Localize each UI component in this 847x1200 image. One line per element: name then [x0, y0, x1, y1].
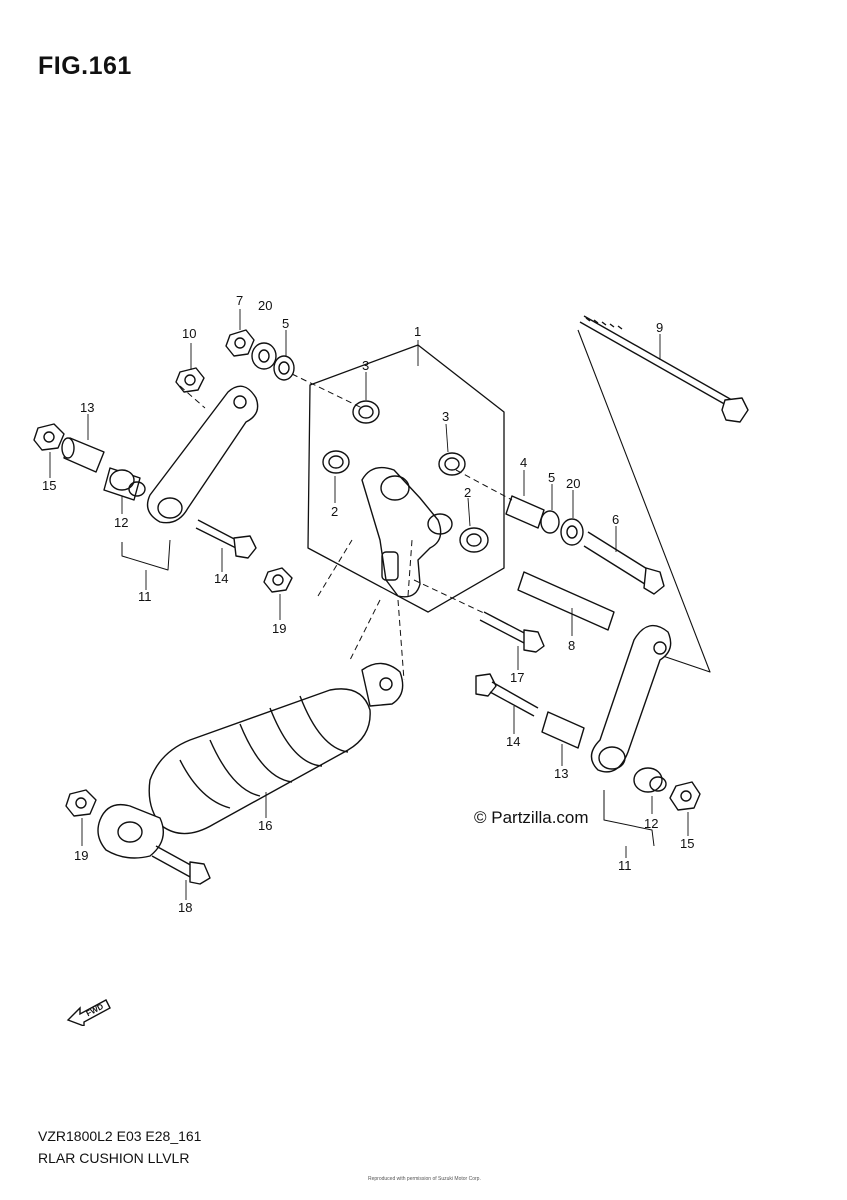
callout-2-a: 2	[331, 504, 338, 519]
callout-12-left: 12	[114, 515, 128, 530]
callout-4: 4	[520, 455, 527, 470]
callout-6: 6	[612, 512, 619, 527]
spacer-part-8	[517, 571, 615, 631]
spacer-part-4	[505, 495, 545, 529]
callout-15-right: 15	[680, 836, 694, 851]
callout-5-right: 5	[548, 470, 555, 485]
callout-7: 7	[236, 293, 243, 308]
callout-3-b: 3	[442, 409, 449, 424]
nut-part-19-upper	[263, 567, 293, 593]
long-bolt-part-9	[579, 315, 749, 423]
washer-part-20-left	[251, 342, 277, 370]
callout-19-lower: 19	[74, 848, 88, 863]
nut-part-15-right	[669, 781, 701, 811]
callout-20-left: 20	[258, 298, 272, 313]
bolt-part-14-right	[475, 673, 539, 717]
bracket-11-right	[603, 790, 655, 847]
collar-part-5-right	[540, 510, 560, 534]
callout-12-right: 12	[644, 816, 658, 831]
partzilla-watermark: © Partzilla.com	[474, 808, 589, 827]
figure-title: FIG.161	[38, 52, 132, 80]
callout-19-upper: 19	[272, 621, 286, 636]
cushion-rod-right-part-11	[590, 624, 672, 773]
bearing-part-3-a	[352, 400, 380, 424]
bracket-11-left	[121, 539, 171, 571]
callout-14-left: 14	[214, 571, 228, 586]
forward-arrow-icon: FWD	[66, 999, 111, 1026]
callout-2-b: 2	[464, 485, 471, 500]
bearing-part-12-left	[103, 467, 146, 501]
rear-shock-absorber-part-16	[97, 662, 404, 859]
model-code: VZR1800L2 E03 E28_161	[38, 1128, 202, 1144]
bearing-part-2-b	[459, 527, 489, 553]
bolt-part-6	[583, 531, 665, 595]
nut-part-7	[225, 329, 255, 357]
callout-16: 16	[258, 818, 272, 833]
cushion-rod-left-part-11	[146, 385, 259, 524]
callout-13-left: 13	[80, 400, 94, 415]
callout-8: 8	[568, 638, 575, 653]
callout-11-right: 11	[618, 858, 632, 873]
nut-part-19-lower	[65, 789, 97, 817]
bolt-part-14-left	[195, 519, 257, 559]
fine-print: Reproduced with permission of Suzuki Mot…	[368, 1176, 481, 1182]
callout-17: 17	[510, 670, 524, 685]
bearing-part-12-right	[633, 767, 667, 793]
callout-20-right: 20	[566, 476, 580, 491]
callout-15-left: 15	[42, 478, 56, 493]
bolt-part-17	[479, 611, 545, 653]
bolt-guide-line	[577, 329, 711, 673]
collar-part-5-left	[273, 355, 295, 381]
bearing-part-2-a	[322, 450, 350, 474]
callout-11-left: 11	[138, 589, 152, 604]
cushion-lever-part-1-body	[361, 466, 453, 598]
bolt-part-18	[151, 845, 211, 885]
callout-18: 18	[178, 900, 192, 915]
callout-10: 10	[182, 326, 196, 341]
bearing-part-3-b	[438, 452, 466, 476]
spacer-part-13-right	[541, 711, 585, 749]
nut-part-10	[175, 367, 205, 393]
spacer-part-13-left	[61, 437, 105, 473]
callout-3-a: 3	[362, 358, 369, 373]
callout-13-right: 13	[554, 766, 568, 781]
washer-part-20-right	[560, 518, 584, 546]
callout-9: 9	[656, 320, 663, 335]
callout-1: 1	[414, 324, 421, 339]
section-name: RLAR CUSHION LLVLR	[38, 1150, 190, 1166]
callout-14-right: 14	[506, 734, 520, 749]
callout-5-left: 5	[282, 316, 289, 331]
nut-part-15-left	[33, 423, 65, 451]
